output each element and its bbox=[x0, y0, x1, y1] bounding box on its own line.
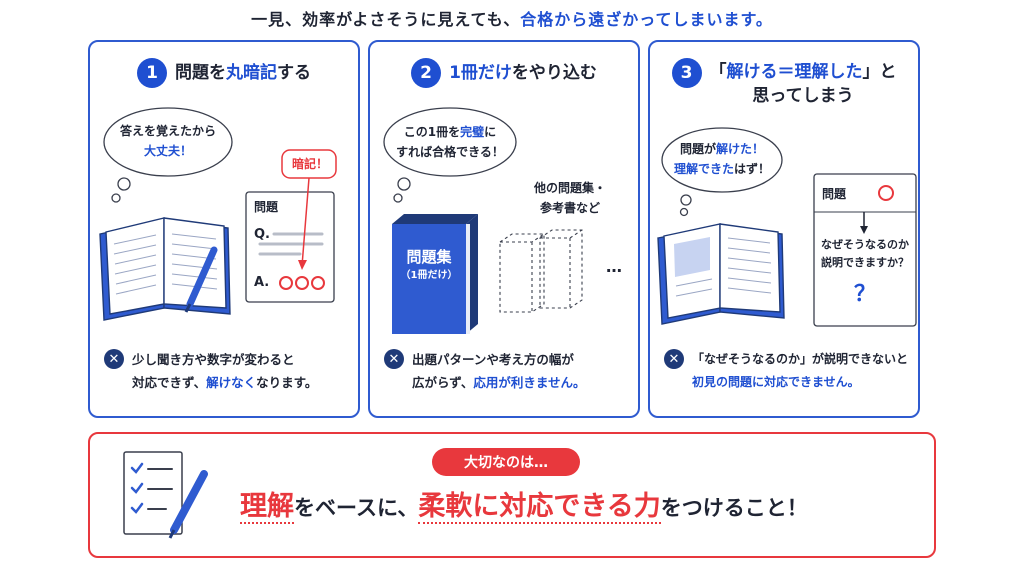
panel-2-title: 2 1冊だけをやり込む bbox=[370, 58, 638, 88]
important-pill: 大切なのは… bbox=[432, 448, 580, 476]
panel-1-title: 1 問題を丸暗記する bbox=[90, 58, 358, 88]
question-card-title: 問題 bbox=[822, 187, 847, 201]
panel-2-note: ✕ 出題パターンや考え方の幅が 広がらず、応用が利きません。 bbox=[384, 348, 630, 394]
answer-circle bbox=[878, 185, 894, 201]
card-title: 問題 bbox=[254, 200, 279, 214]
cross-icon: ✕ bbox=[384, 349, 404, 369]
headline-prefix: 一見、効率がよさそうに見えても、 bbox=[251, 10, 521, 29]
cross-icon: ✕ bbox=[664, 349, 684, 369]
step-number-1: 1 bbox=[137, 58, 167, 88]
card-q: Q. bbox=[254, 227, 270, 242]
other-books bbox=[499, 229, 583, 313]
cross-icon: ✕ bbox=[104, 349, 124, 369]
question-mark-icon: ？ bbox=[853, 282, 876, 307]
headline: 一見、効率がよさそうに見えても、合格から遠ざかってしまいます。 bbox=[0, 6, 1024, 30]
panel-3-illustration bbox=[657, 127, 917, 327]
answer-circles bbox=[279, 276, 325, 290]
conclusion-flexible-ability: 柔軟に対応できる力 bbox=[418, 491, 661, 524]
open-book-icon bbox=[657, 223, 785, 325]
problem-book-icon bbox=[392, 214, 478, 334]
thought-cloud-3 bbox=[661, 127, 783, 217]
conclusion-box: 大切なのは… 理解をベースに、柔軟に対応できる力をつけること！ bbox=[88, 432, 936, 558]
thought-text-1: 答えを覚えたから 大丈夫！ bbox=[119, 124, 216, 158]
panel-1-note: ✕ 少し聞き方や数字が変わると 対応できず、解けなくなります。 bbox=[104, 348, 350, 394]
thought-text-2: この1冊を完璧に すれば合格できる！ bbox=[396, 125, 504, 159]
thought-cloud-2 bbox=[383, 107, 517, 203]
checklist-icon bbox=[123, 451, 208, 539]
card-a: A. bbox=[254, 275, 270, 290]
headline-highlight: 合格から遠ざかってしまいます。 bbox=[520, 10, 773, 29]
thought-cloud-1 bbox=[103, 107, 233, 203]
memo-badge-label: 暗記！ bbox=[291, 157, 328, 171]
other-books-label: 他の問題集・ 参考書など bbox=[533, 181, 606, 215]
panel-2-illustration bbox=[383, 107, 583, 334]
memo-card bbox=[245, 191, 335, 303]
conclusion-understanding: 理解 bbox=[240, 491, 294, 524]
panel-1-illustration bbox=[99, 107, 337, 321]
panel-solved-equals-understood: 3 「解ける＝理解した」と 思ってしまう 問題が解けた！ 理解できたはず！ 問題… bbox=[648, 40, 920, 418]
panel-3-title: 3 「解ける＝理解した」と 思ってしまう bbox=[650, 58, 918, 108]
step-number-3: 3 bbox=[671, 58, 702, 88]
open-book-icon bbox=[99, 217, 231, 321]
pencil-icon bbox=[184, 246, 218, 313]
question-text: なぜそうなるのか 説明できますか？ bbox=[821, 238, 909, 269]
panel-memorize: 1 問題を丸暗記する 答えを覚えたから 大丈夫！ 暗記！ 問題 Q. A. ✕ … bbox=[88, 40, 360, 418]
thought-text-3: 問題が解けた！ 理解できたはず！ bbox=[673, 142, 771, 176]
conclusion-text: 理解をベースに、柔軟に対応できる力をつけること！ bbox=[240, 491, 808, 524]
ellipsis: … bbox=[606, 257, 622, 276]
panel-one-book: 2 1冊だけをやり込む この1冊を完璧に すれば合格できる！ 他の問題集・ 参考… bbox=[368, 40, 640, 418]
book-label: 問題集 （1冊だけ） bbox=[400, 248, 458, 281]
panel-3-note: ✕ 「なぜそうなるのか」が説明できないと 初見の問題に対応できません。 bbox=[664, 348, 910, 394]
step-number-2: 2 bbox=[411, 58, 442, 88]
